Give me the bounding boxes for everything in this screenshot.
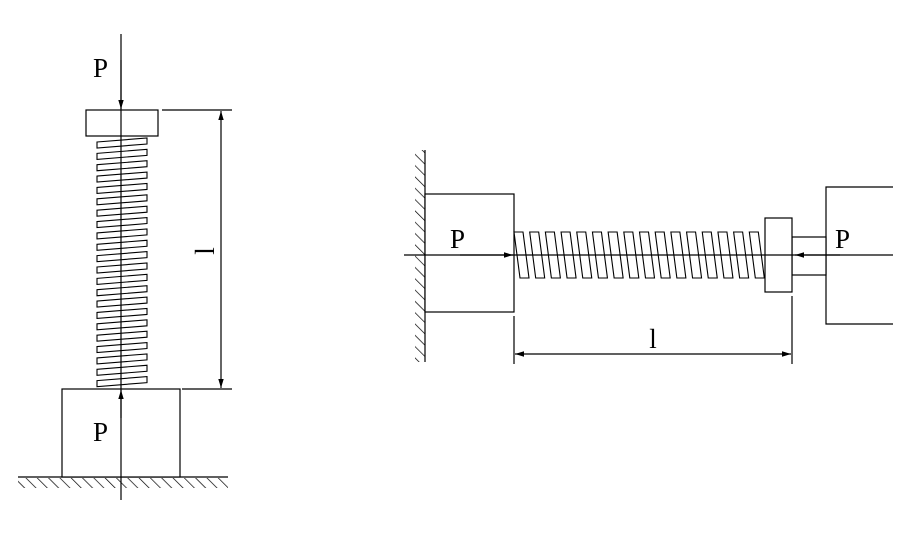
thread-turn <box>96 376 148 388</box>
thread-turn <box>96 228 148 240</box>
thread-turn <box>96 319 148 331</box>
force-label-right: P <box>835 224 850 254</box>
thread-turn <box>96 137 148 149</box>
thread-turn <box>96 216 148 229</box>
screw-thread-vertical <box>96 137 148 388</box>
force-label-bottom: P <box>93 417 108 447</box>
thread-turn <box>96 171 148 183</box>
thread-turn <box>96 296 148 308</box>
thread-turn <box>96 160 148 172</box>
wall-hatch <box>415 150 425 362</box>
thread-turn <box>96 341 148 354</box>
length-label-vertical: l <box>190 247 220 255</box>
length-label-horizontal: l <box>649 324 657 354</box>
left-block <box>424 193 515 313</box>
thread-turn <box>96 353 148 365</box>
thread-turn <box>96 307 148 320</box>
connector-stub <box>791 236 827 276</box>
ground-hatch <box>18 478 228 488</box>
thread-turn <box>96 148 148 160</box>
vertical-screw-figure <box>18 34 232 500</box>
thread-turn <box>96 239 148 251</box>
thread-turn <box>96 262 148 274</box>
thread-turn <box>96 330 148 342</box>
thread-turn <box>96 273 148 285</box>
thread-turn <box>96 285 148 297</box>
force-label-top: P <box>93 53 108 83</box>
thread-turn <box>96 251 148 263</box>
force-label-left: P <box>450 224 465 254</box>
horizontal-screw-figure <box>404 150 893 364</box>
thread-turn <box>96 364 148 376</box>
thread-turn <box>96 182 148 195</box>
top-nut <box>85 109 159 137</box>
thread-turn <box>96 194 148 206</box>
thread-turn <box>96 205 148 217</box>
